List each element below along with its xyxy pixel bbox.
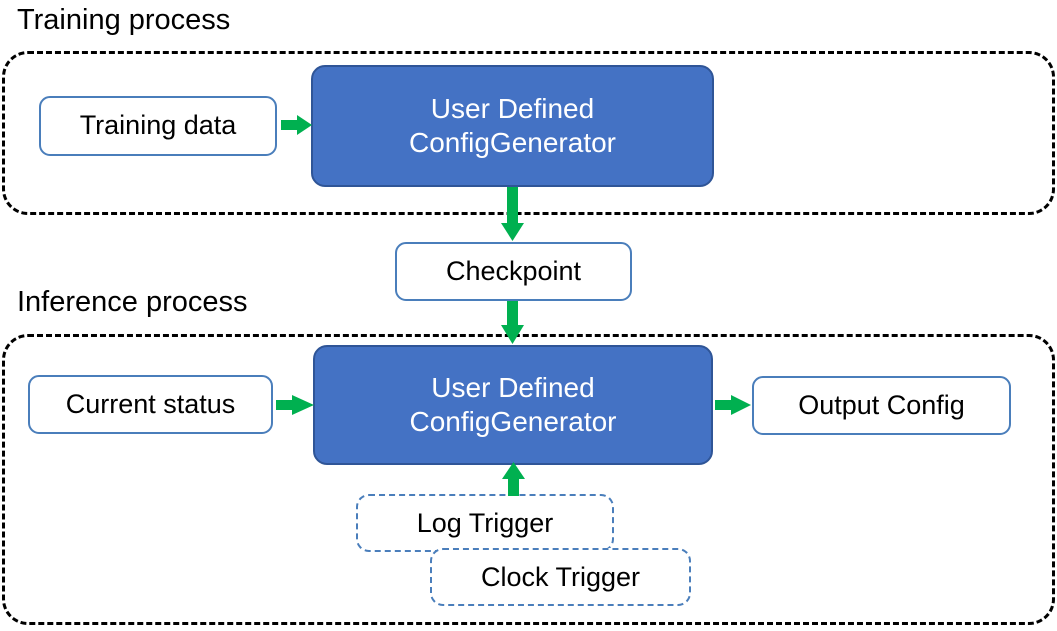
node-label-line2: ConfigGenerator [409,406,617,437]
node-label-line2: ConfigGenerator [408,127,616,158]
node-log-trigger[interactable]: Log Trigger [356,494,614,552]
inference-process-group [2,334,1055,625]
node-output-config[interactable]: Output Config [752,376,1011,435]
node-user-defined-configgenerator-inference[interactable]: User Defined ConfigGenerator [313,345,713,465]
node-checkpoint[interactable]: Checkpoint [395,242,632,301]
node-label-line1: User Defined [431,371,595,403]
node-label-line1: User Defined [430,92,595,124]
training-process-group [2,51,1055,215]
training-process-label: Training process [17,4,231,36]
node-training-data[interactable]: Training data [39,96,277,156]
node-clock-trigger[interactable]: Clock Trigger [430,548,691,606]
inference-process-label: Inference process [17,286,248,318]
node-current-status[interactable]: Current status [28,375,273,434]
node-user-defined-configgenerator-training[interactable]: User Defined ConfigGenerator [311,65,714,187]
